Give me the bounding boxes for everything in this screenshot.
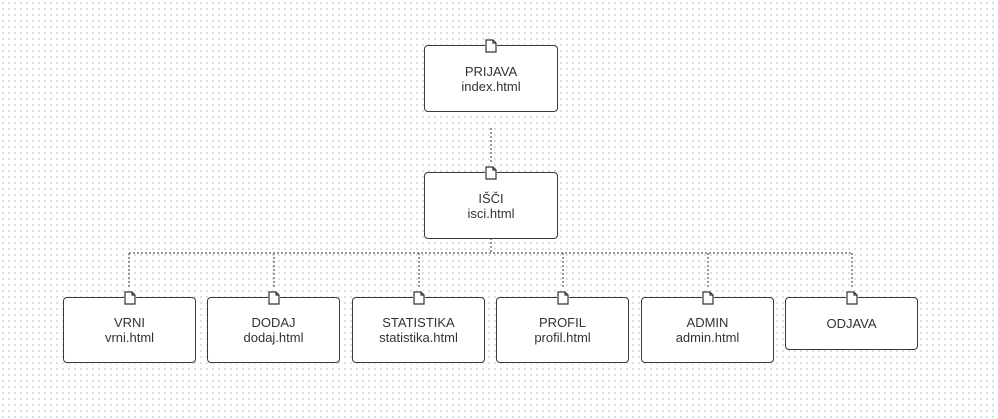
node-file: profil.html (534, 330, 591, 345)
node-title: VRNI (113, 315, 146, 330)
node-title: DODAJ (251, 315, 296, 330)
node-title: PRIJAVA (464, 63, 518, 79)
node-file: admin.html (675, 330, 740, 345)
document-icon (412, 291, 425, 305)
node-admin[interactable]: ADMIN admin.html (641, 291, 774, 363)
node-file: isci.html (467, 205, 515, 221)
node-file: statistika.html (379, 330, 458, 345)
node-file: index.html (461, 78, 521, 94)
document-icon (485, 166, 497, 180)
node-isci[interactable]: IŠČI isci.html (424, 166, 558, 239)
node-title: STATISTIKA (382, 315, 455, 330)
node-file: dodaj.html (243, 330, 304, 345)
node-prijava[interactable]: PRIJAVA index.html (424, 39, 558, 112)
document-icon (845, 291, 858, 305)
node-title: PROFIL (539, 315, 586, 330)
node-profil[interactable]: PROFIL profil.html (496, 291, 629, 363)
node-statistika[interactable]: STATISTIKA statistika.html (352, 291, 485, 363)
node-dodaj[interactable]: DODAJ dodaj.html (207, 291, 340, 363)
node-title: ADMIN (686, 315, 729, 330)
node-title: IŠČI (478, 190, 504, 206)
document-icon (556, 291, 569, 305)
document-icon (485, 39, 497, 53)
document-icon (123, 291, 136, 305)
node-title: ODJAVA (826, 316, 877, 331)
document-icon (267, 291, 280, 305)
node-file: vrni.html (104, 330, 155, 345)
node-odjava[interactable]: ODJAVA (785, 291, 918, 350)
node-vrni[interactable]: VRNI vrni.html (63, 291, 196, 363)
document-icon (701, 291, 714, 305)
